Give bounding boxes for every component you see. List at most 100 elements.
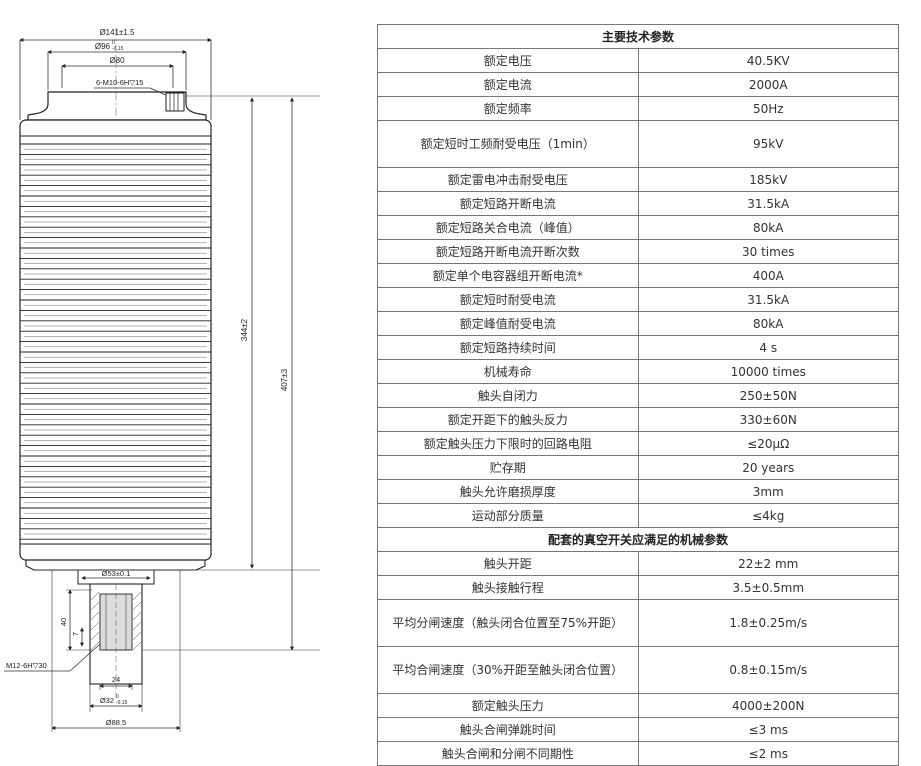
param-value: 80kA bbox=[637, 215, 899, 240]
table-row: 平均合闸速度（30%开距至触头闭合位置）0.8±0.15m/s bbox=[377, 646, 899, 694]
param-label: 额定电流 bbox=[377, 72, 639, 97]
dim-flange-diameter: Ø96 0 -0.15 bbox=[47, 40, 187, 90]
dim-thread-text: M12-6H▽30 bbox=[6, 661, 47, 670]
dim-stem-7-text: 7 bbox=[71, 632, 80, 636]
dim-overall-diameter: Ø141±1.5 bbox=[19, 28, 212, 120]
param-value: ≤3 ms bbox=[637, 717, 899, 742]
param-value: 31.5kA bbox=[637, 287, 899, 312]
table-row: 平均分闸速度（触头闭合位置至75%开距）1.8±0.25m/s bbox=[377, 599, 899, 647]
param-value: 400A bbox=[637, 263, 899, 288]
param-label: 额定短路开断电流开断次数 bbox=[377, 239, 639, 264]
body-ribs bbox=[20, 143, 211, 545]
param-label: 触头接触行程 bbox=[377, 575, 639, 600]
dim-24-text: 24 bbox=[112, 675, 120, 684]
param-value: 4000±200N bbox=[637, 693, 899, 718]
dim-bolt-circle-text: Ø80 bbox=[109, 56, 125, 65]
param-label: 额定频率 bbox=[377, 96, 639, 121]
dim-shaft-diameter: Ø32 0 -0.15 bbox=[89, 684, 143, 712]
param-value: 2000A bbox=[637, 72, 899, 97]
param-label: 运动部分质量 bbox=[377, 503, 639, 528]
param-label: 额定短路开断电流 bbox=[377, 191, 639, 216]
param-value: 95kV bbox=[637, 120, 899, 168]
param-label: 贮存期 bbox=[377, 455, 639, 480]
dim-flange-tol-lower: -0.15 bbox=[112, 46, 124, 52]
vacuum-interrupter-drawing: Ø141±1.5 Ø96 0 -0.15 Ø80 6-M10-6H▽15 bbox=[4, 28, 320, 732]
param-label: 额定短路关合电流（峰值） bbox=[377, 215, 639, 240]
table-row: 额定单个电容器组开断电流*400A bbox=[377, 263, 899, 288]
top-cap bbox=[27, 91, 320, 121]
param-value: 31.5kA bbox=[637, 191, 899, 216]
param-value: ≤4kg bbox=[637, 503, 899, 528]
table-row: 额定短时工频耐受电压（1min）95kV bbox=[377, 120, 899, 168]
table-row: 触头合闸和分闸不同期性≤2 ms bbox=[377, 741, 899, 766]
param-label: 额定电压 bbox=[377, 48, 639, 73]
param-label: 触头合闸弹跳时间 bbox=[377, 717, 639, 742]
param-label: 额定触头压力 bbox=[377, 693, 639, 718]
param-value: 185kV bbox=[637, 167, 899, 192]
dim-height-total-text: 407±3 bbox=[280, 368, 289, 391]
param-label: 额定短时工频耐受电压（1min） bbox=[377, 120, 639, 168]
dim-height-inner: 344±2 bbox=[240, 97, 254, 569]
param-value: ≤20μΩ bbox=[637, 431, 899, 456]
dim-base-diameter: Ø88.5 bbox=[51, 570, 181, 732]
param-label: 额定触头压力下限时的回路电阻 bbox=[377, 431, 639, 456]
param-label: 额定短路持续时间 bbox=[377, 335, 639, 360]
param-value: 22±2 mm bbox=[637, 551, 899, 576]
dim-base-diameter-text: Ø88.5 bbox=[106, 718, 126, 727]
param-value: 0.8±0.15m/s bbox=[637, 646, 899, 694]
ribbed-body bbox=[19, 119, 212, 561]
dim-bolt-holes: 6-M10-6H▽15 bbox=[94, 78, 169, 97]
param-label: 触头合闸和分闸不同期性 bbox=[377, 741, 639, 766]
param-label: 触头开距 bbox=[377, 551, 639, 576]
table-row: 运动部分质量≤4kg bbox=[377, 503, 899, 528]
param-value: 3mm bbox=[637, 479, 899, 504]
param-label: 触头允许磨损厚度 bbox=[377, 479, 639, 504]
param-label: 额定开距下的触头反力 bbox=[377, 407, 639, 432]
table-row: 额定触头压力下限时的回路电阻≤20μΩ bbox=[377, 431, 899, 456]
param-value: 50Hz bbox=[637, 96, 899, 121]
dim-stem-depth: 40 7 bbox=[59, 589, 92, 651]
param-value: 330±60N bbox=[637, 407, 899, 432]
section-title: 主要技术参数 bbox=[377, 24, 899, 49]
dim-stem-40-text: 40 bbox=[59, 618, 68, 626]
section-header-row: 主要技术参数 bbox=[377, 24, 899, 49]
param-label: 额定短时耐受电流 bbox=[377, 287, 639, 312]
dim-stem-diameter: Ø53±0.1 bbox=[81, 569, 151, 580]
dim-stem-diameter-text: Ø53±0.1 bbox=[102, 569, 131, 578]
dim-shaft-tol-upper: 0 bbox=[116, 694, 119, 700]
dim-bolt-holes-text: 6-M10-6H▽15 bbox=[96, 78, 143, 87]
dim-flange-diameter-text: Ø96 bbox=[95, 42, 111, 51]
param-value: 80kA bbox=[637, 311, 899, 336]
param-label: 机械寿命 bbox=[377, 359, 639, 384]
param-value: 1.8±0.25m/s bbox=[637, 599, 899, 647]
moving-stem bbox=[89, 583, 143, 700]
table-row: 触头合闸弹跳时间≤3 ms bbox=[377, 717, 899, 742]
param-value: 10000 times bbox=[637, 359, 899, 384]
dim-thread: M12-6H▽30 bbox=[4, 643, 101, 672]
param-value: 30 times bbox=[637, 239, 899, 264]
param-label: 额定峰值耐受电流 bbox=[377, 311, 639, 336]
param-value: 3.5±0.5mm bbox=[637, 575, 899, 600]
dim-overall-diameter-text: Ø141±1.5 bbox=[99, 28, 135, 37]
param-value: 40.5KV bbox=[637, 48, 899, 73]
param-value: 4 s bbox=[637, 335, 899, 360]
param-value: 20 years bbox=[637, 455, 899, 480]
dim-bolt-circle: Ø80 bbox=[61, 56, 174, 88]
dim-shaft-tol-lower: -0.15 bbox=[116, 700, 128, 706]
